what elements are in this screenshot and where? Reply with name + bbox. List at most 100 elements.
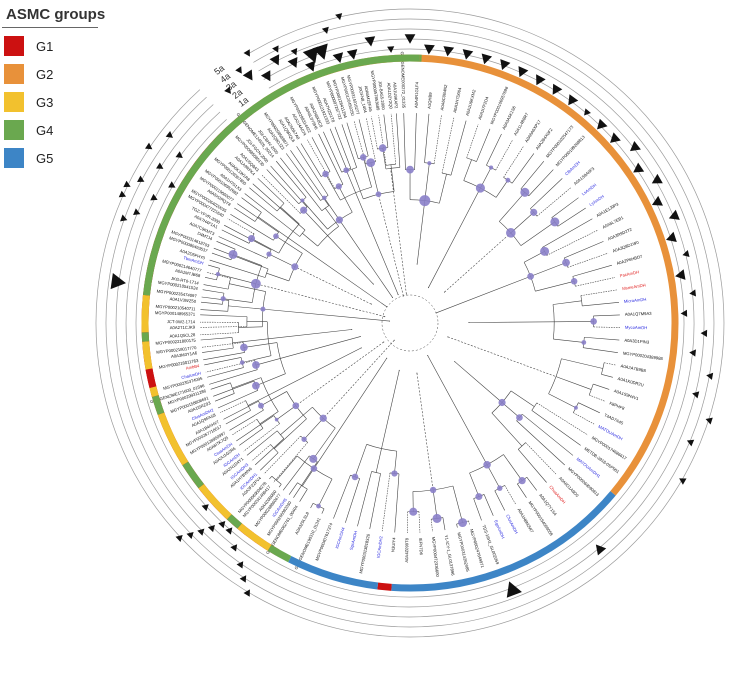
branch (202, 347, 234, 353)
branch (274, 418, 307, 449)
leaf-label: MGYP000221800175 (155, 337, 196, 345)
branch (396, 113, 399, 147)
node (372, 283, 374, 285)
branch (501, 402, 520, 418)
branch (520, 160, 545, 190)
branch (536, 402, 588, 436)
branch (200, 309, 228, 312)
branch (370, 162, 379, 195)
branch (499, 192, 526, 222)
branch (300, 143, 322, 177)
branch (580, 295, 583, 306)
branch (239, 428, 264, 446)
branch (259, 411, 279, 425)
annotation-triangle (686, 439, 695, 447)
branch (269, 476, 273, 480)
branch (217, 390, 258, 409)
branch (394, 473, 400, 533)
branch (268, 253, 295, 267)
leaf-label: JCT-0W2-1714 (167, 319, 196, 324)
branch (398, 146, 401, 168)
branch (601, 373, 613, 378)
leaf-label: A0A4Z099T8 (404, 537, 409, 562)
annotation-triangle (404, 34, 416, 44)
annotation-triangle (156, 162, 164, 169)
legend-label: G4 (36, 122, 54, 138)
branch (200, 332, 239, 336)
group-segment-g5 (391, 491, 616, 592)
leaf-label: MGYP000235474097 (156, 289, 197, 299)
branch (232, 338, 269, 344)
branch (266, 272, 290, 282)
annotation-triangle (137, 175, 145, 182)
branch (262, 308, 390, 322)
branch (208, 264, 220, 269)
annotation-triangle (230, 544, 238, 552)
branch (234, 207, 256, 222)
branch (249, 187, 278, 212)
annotation-triangle (668, 209, 680, 220)
branch (355, 192, 399, 295)
branch (302, 233, 318, 247)
branch (450, 120, 467, 176)
branch (329, 128, 348, 172)
branch (256, 419, 264, 429)
leaf-label: CfbAmDH (564, 160, 581, 177)
leaf-label: A0A1L4B8R7 (513, 111, 530, 136)
annotation-triangle (346, 49, 358, 60)
node (383, 341, 385, 343)
annotation-triangle (269, 54, 280, 66)
branch (486, 133, 502, 166)
branch (362, 157, 372, 188)
branch (243, 342, 278, 348)
annotation-triangle (243, 589, 250, 597)
annotation-triangle (506, 581, 522, 598)
branch (311, 137, 331, 172)
node (427, 287, 429, 289)
branch (310, 503, 314, 509)
branch (430, 519, 433, 532)
leaf-label: MGYP000057853689 (370, 70, 381, 111)
annotation-triangle (290, 48, 298, 56)
branch (447, 336, 557, 377)
branch (546, 229, 599, 256)
branch (216, 241, 236, 250)
branch (378, 115, 387, 166)
leaf-label: A0A3D1PIN3 (624, 338, 650, 345)
annotation-triangle (689, 349, 696, 357)
branch (334, 126, 352, 169)
branch (424, 163, 430, 201)
branch (378, 194, 404, 297)
branch (276, 203, 285, 212)
branch (242, 355, 272, 363)
ring-label: 4a (218, 71, 232, 85)
branch (203, 284, 229, 290)
leaf-label: A0A1U9KXM2 (465, 88, 477, 116)
annotation-triangle (630, 140, 641, 152)
branch (231, 337, 234, 349)
branch (473, 498, 482, 521)
legend-item-g2: G2 (4, 62, 53, 86)
annotation-triangle (236, 561, 244, 569)
branch (280, 406, 313, 435)
branch (439, 173, 447, 204)
leaf-label: AmbB4 (185, 363, 200, 371)
legend-label: G2 (36, 66, 54, 82)
bootstrap-dots (215, 144, 597, 528)
branch (288, 482, 298, 495)
leaf-label: IEFN7D6 (418, 538, 424, 556)
group-segment-g3 (149, 386, 159, 398)
branch (201, 342, 244, 348)
branch (268, 347, 362, 396)
branch (237, 203, 279, 233)
bootstrap-dot (252, 361, 260, 369)
branch (517, 483, 527, 498)
annotation-triangle (243, 49, 250, 57)
leaf-label: MGYP000148965371 (155, 310, 196, 317)
leaf-label: N3UIY4 (390, 537, 396, 553)
branch (205, 360, 255, 373)
leaf-label: JKG-RT0-1714 (171, 276, 200, 286)
branch (483, 494, 494, 516)
leaf-label: MGYP000314262085 (456, 532, 470, 573)
branch (204, 277, 217, 281)
